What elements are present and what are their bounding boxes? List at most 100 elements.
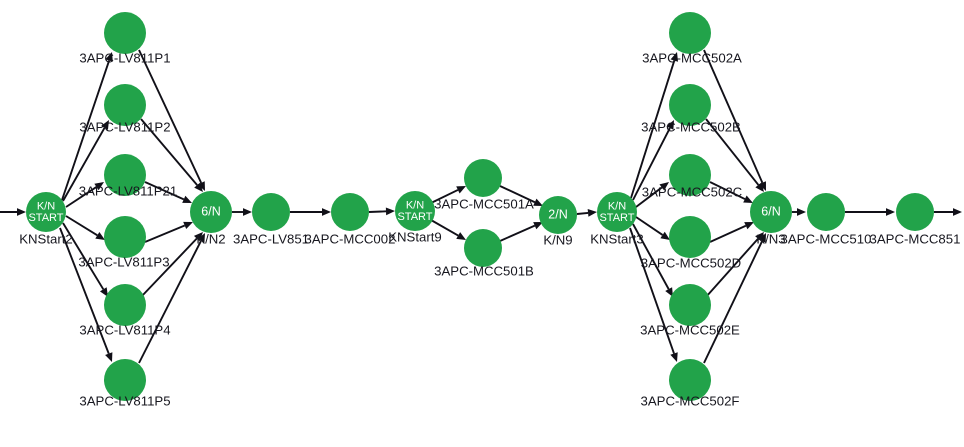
edge-line — [62, 127, 106, 202]
edge-arrowhead — [670, 352, 678, 362]
node-caption-mcc502a: 3APC-MCC502A — [642, 51, 742, 66]
node-circle[interactable] — [104, 154, 146, 196]
edge-line — [144, 181, 185, 201]
node-kn2[interactable]: 6/N — [190, 191, 232, 233]
node-circle[interactable] — [669, 84, 711, 126]
node-caption-mcc501b: 3APC-MCC501B — [434, 264, 534, 279]
node-lv811p2[interactable] — [104, 84, 146, 126]
node-mcc501b[interactable] — [464, 229, 502, 267]
edge-arrowhead — [755, 232, 764, 242]
node-mcc502d[interactable] — [669, 216, 711, 258]
node-lv811p21[interactable] — [104, 154, 146, 196]
edge-line — [144, 224, 186, 243]
node-circle[interactable] — [539, 196, 577, 234]
node-caption-mcc502d: 3APC-MCC502D — [641, 256, 741, 271]
edge-lv811p5-to-kn2 — [138, 233, 205, 364]
edge-lv811p21-to-kn2 — [144, 181, 192, 203]
edge-mcc002-to-knstart9 — [368, 207, 395, 216]
node-caption-knstart3: KNStart3 — [590, 232, 644, 247]
edge-mcc502f-to-kn3 — [703, 233, 766, 364]
node-circle[interactable] — [464, 159, 502, 197]
node-lv811p5[interactable] — [104, 359, 146, 401]
node-mcc502f[interactable] — [669, 359, 711, 401]
edge-arrowhead — [197, 233, 205, 243]
edge-line — [62, 222, 105, 290]
edge-arrowhead — [659, 182, 669, 191]
edge-line — [703, 49, 764, 184]
node-lv811p3[interactable] — [104, 216, 146, 258]
edge-arrowhead — [322, 208, 331, 216]
node-circle[interactable] — [807, 193, 845, 231]
node-mcc502c[interactable] — [669, 154, 711, 196]
node-circle[interactable] — [104, 12, 146, 54]
node-inner-label: 6/N — [761, 204, 780, 218]
node-kn9[interactable]: 2/N — [539, 196, 577, 234]
node-circle[interactable] — [252, 193, 290, 231]
node-caption-mcc502c: 3APC-MCC502C — [642, 185, 743, 200]
node-circle[interactable] — [669, 154, 711, 196]
captions-layer: KNStart23APC-LV811P13APC-LV811P23APC-LV8… — [19, 51, 960, 409]
edge-line — [630, 60, 676, 199]
edge-mcc510-to-mcc851 — [845, 208, 895, 216]
node-circle[interactable] — [104, 359, 146, 401]
node-circle[interactable] — [464, 229, 502, 267]
node-circle[interactable] — [669, 216, 711, 258]
node-caption-mcc002: 3APC-MCC002 — [305, 232, 396, 247]
node-kn3[interactable]: 6/N — [750, 191, 792, 233]
edge-kn3-to-mcc510 — [792, 208, 806, 216]
edge-mcc502c-to-kn3 — [709, 181, 753, 203]
edge-arrowhead — [533, 222, 543, 230]
node-circle[interactable] — [896, 193, 934, 231]
edge-arrowhead — [587, 209, 597, 217]
node-caption-lv811p1: 3APC-LV811P1 — [79, 51, 170, 66]
node-lv811p1[interactable] — [104, 12, 146, 54]
edge-arrowhead — [670, 52, 679, 62]
node-circle[interactable] — [669, 359, 711, 401]
edge-arrowhead — [94, 182, 104, 191]
edge-arrowhead — [99, 287, 108, 297]
edge-line — [635, 186, 663, 208]
node-mcc502e[interactable] — [669, 284, 711, 326]
edge-line — [632, 127, 671, 201]
node-circle[interactable] — [597, 192, 637, 232]
node-caption-lv851: 3APC-LV851 — [233, 232, 309, 247]
node-circle[interactable] — [395, 191, 435, 231]
node-circle[interactable] — [104, 284, 146, 326]
edge-arrowhead — [660, 231, 670, 240]
node-caption-lv811p3: 3APC-LV811P3 — [78, 255, 169, 270]
node-mcc501a[interactable] — [464, 159, 502, 197]
node-circle[interactable] — [669, 284, 711, 326]
node-circle[interactable] — [331, 193, 369, 231]
edge-kn2-to-lv851 — [232, 208, 252, 216]
edge-arrowhead — [385, 207, 395, 216]
edge-knstart2-to-lv811p5 — [59, 227, 113, 362]
edge-arrowhead — [456, 232, 466, 240]
edge-arrowhead — [797, 208, 806, 216]
node-caption-mcc502b: 3APC-MCC502B — [641, 120, 741, 135]
node-lv811p4[interactable] — [104, 284, 146, 326]
node-mcc002[interactable] — [331, 193, 369, 231]
node-mcc851[interactable] — [896, 193, 934, 231]
node-mcc502a[interactable] — [669, 12, 711, 54]
node-circle[interactable] — [104, 216, 146, 258]
node-caption-lv811p2: 3APC-LV811P2 — [79, 120, 170, 135]
node-lv851[interactable] — [252, 193, 290, 231]
node-circle[interactable] — [26, 192, 66, 232]
node-caption-mcc502f: 3APC-MCC502F — [641, 394, 740, 409]
node-circle[interactable] — [190, 191, 232, 233]
edge-arrowhead — [755, 182, 764, 192]
node-circle[interactable] — [669, 12, 711, 54]
node-mcc510[interactable] — [807, 193, 845, 231]
node-mcc502b[interactable] — [669, 84, 711, 126]
node-circle[interactable] — [750, 191, 792, 233]
node-circle[interactable] — [104, 84, 146, 126]
node-caption-mcc501a: 3APC-MCC501A — [434, 197, 534, 212]
edge-line — [368, 210, 387, 213]
edge-line — [576, 211, 589, 215]
edge-knstart3-to-mcc502b — [632, 120, 674, 201]
